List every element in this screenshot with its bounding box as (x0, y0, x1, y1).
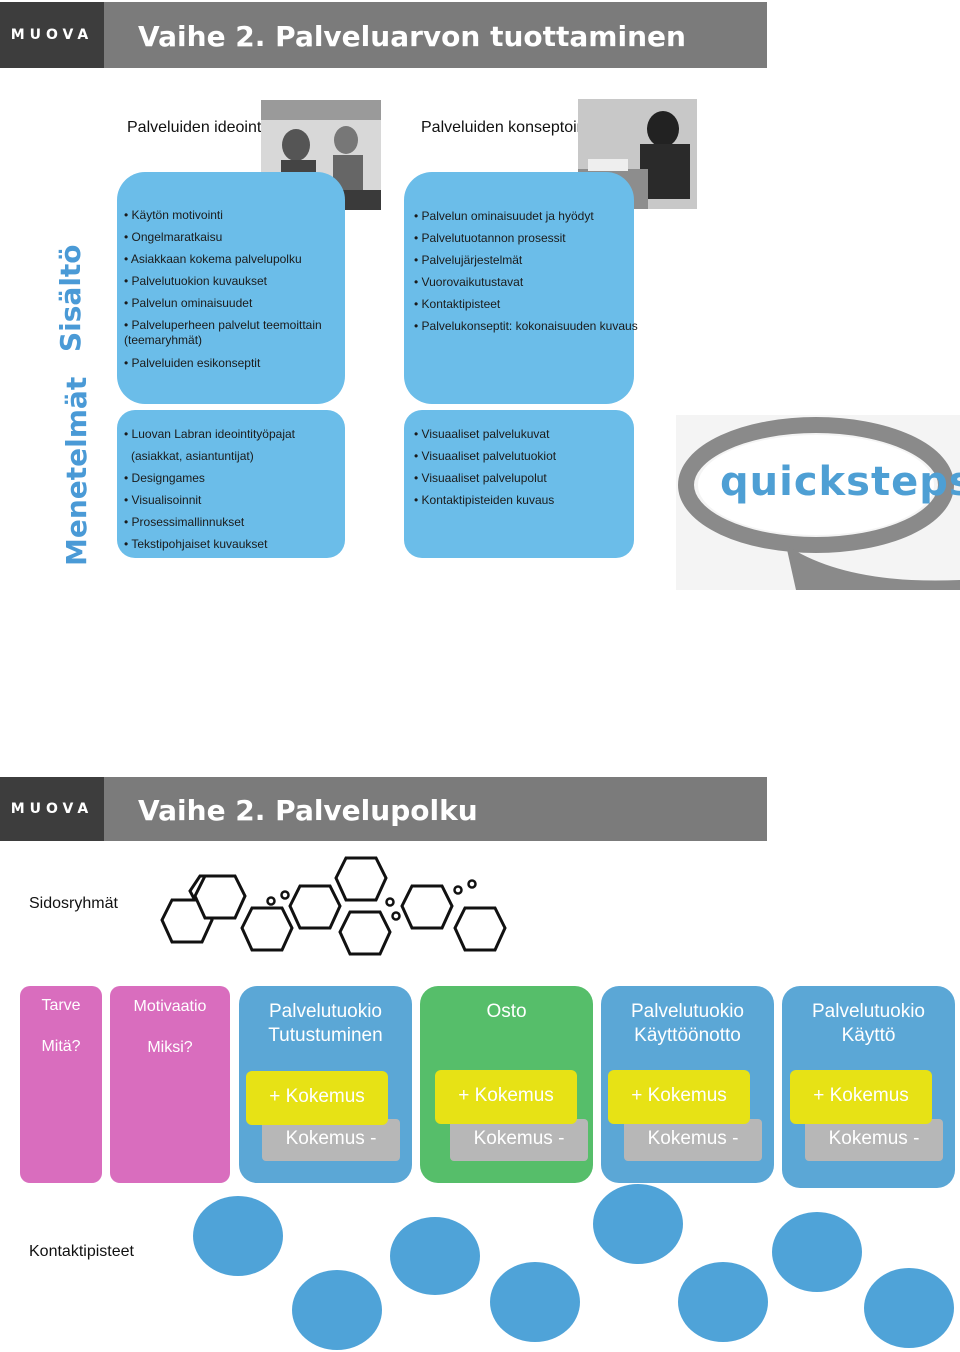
list-item: Palveluiden esikonseptit (124, 356, 339, 370)
stage-line1: Motivaatio (133, 998, 207, 1015)
touchpoint-oval (593, 1184, 683, 1264)
stage-line2: Miksi? (147, 1039, 193, 1056)
kokemus-minus: Kokemus - (805, 1119, 943, 1161)
touchpoint-oval (678, 1262, 768, 1342)
list-item: (asiakkat, asiantuntijat) (124, 449, 339, 463)
menetelmat-konseptointi-list: Visuaaliset palvelukuvat Visuaaliset pal… (414, 427, 629, 507)
stage-line1: Tarve (41, 997, 81, 1014)
list-item: Palvelun ominaisuudet ja hyödyt (414, 209, 639, 223)
hexagon (338, 910, 392, 956)
hexagon (400, 884, 454, 930)
hexagon (453, 906, 507, 952)
stage-line2: Käyttö (841, 1025, 896, 1046)
kokemus-minus: Kokemus - (624, 1119, 762, 1161)
logo-box (0, 777, 104, 841)
list-item: Palvelutuokion kuvaukset (124, 274, 339, 288)
list-item: Palveluperheen palvelut teemoittain (tee… (124, 318, 339, 348)
list-item: Prosessimallinnukset (124, 515, 339, 529)
kokemus-minus: Kokemus - (450, 1119, 588, 1161)
list-item: Palvelukonseptit: kokonaisuuden kuvaus (414, 319, 639, 333)
kokemus-minus: Kokemus - (262, 1119, 400, 1161)
sisalto-ideointi-list: Käytön motivointi Ongelmaratkaisu Asiakk… (124, 208, 339, 370)
kokemus-plus: + Kokemus (790, 1070, 932, 1124)
slide2-banner: MUOVA Vaihe 2. Palvelupolku (0, 777, 767, 841)
list-item: Palvelutuotannon prosessit (414, 231, 639, 245)
slide1-title: Vaihe 2. Palveluarvon tuottaminen (138, 20, 686, 53)
touchpoint-oval (390, 1217, 480, 1295)
sidosryhmat-label: Sidosryhmät (29, 895, 118, 912)
hexagon (334, 856, 388, 902)
kokemus-plus: + Kokemus (435, 1070, 577, 1124)
workshop-photo-1 (261, 100, 381, 210)
sisalto-konseptointi-list: Palvelun ominaisuudet ja hyödyt Palvelut… (414, 209, 639, 333)
list-item: Tekstipohjaiset kuvaukset (124, 537, 339, 551)
small-circle (453, 885, 463, 895)
muova-logo: MUOVA (10, 801, 94, 817)
touchpoint-oval (292, 1270, 382, 1350)
stage-line1: Palvelutuokio (630, 1001, 745, 1022)
small-circle (391, 911, 401, 921)
muova-logo: MUOVA (10, 27, 94, 43)
hexagon (240, 906, 294, 952)
hexagon (288, 884, 342, 930)
col1-heading: Palveluiden ideointi (127, 119, 265, 136)
kontaktipisteet-label: Kontaktipisteet (29, 1243, 134, 1260)
list-item: Käytön motivointi (124, 208, 339, 222)
menetelmat-ideointi-list: Luovan Labran ideointityöpajat (asiakkat… (124, 427, 339, 551)
kokemus-plus: + Kokemus (246, 1071, 388, 1125)
list-item: Vuorovaikutustavat (414, 275, 639, 289)
stakeholder-hexagons (160, 856, 507, 956)
list-item: Asiakkaan kokema palvelupolku (124, 252, 339, 266)
workshop-photo-2 (578, 99, 697, 209)
list-item: Visuaaliset palvelutuokiot (414, 449, 629, 463)
touchpoint-oval (490, 1262, 580, 1342)
quicksteps-logo: quicksteps (676, 415, 960, 590)
stage-line1: Palvelutuokio (811, 1001, 926, 1022)
touchpoint-oval (193, 1196, 283, 1276)
kokemus-plus: + Kokemus (608, 1070, 750, 1124)
stage-line2: Mitä? (41, 1038, 81, 1055)
col2-heading: Palveluiden konseptointi (421, 119, 594, 136)
stage-line2: Käyttöönotto (634, 1025, 741, 1046)
slide2-title: Vaihe 2. Palvelupolku (138, 794, 478, 827)
list-item: Designgames (124, 471, 339, 485)
hexagon (193, 874, 247, 920)
list-item: Luovan Labran ideointityöpajat (124, 427, 339, 441)
row-label-sisalto: Sisältö (54, 244, 87, 352)
list-item: Visuaaliset palvelupolut (414, 471, 629, 485)
list-item: Ongelmaratkaisu (124, 230, 339, 244)
stage-line1: Osto (486, 1001, 527, 1022)
list-item-text: (asiakkat, asiantuntijat) (131, 449, 254, 463)
list-item: Visualisoinnit (124, 493, 339, 507)
small-circle (266, 896, 276, 906)
stage-tarve: Tarve Mitä? (20, 986, 102, 1183)
small-circle (385, 897, 395, 907)
touchpoint-oval (864, 1268, 954, 1348)
list-item: Palvelun ominaisuudet (124, 296, 339, 310)
list-item: Visuaaliset palvelukuvat (414, 427, 629, 441)
list-item: Palvelujärjestelmät (414, 253, 639, 267)
row-label-menetelmat: Menetelmät (60, 376, 93, 566)
logo-box (0, 2, 104, 68)
small-circle (467, 879, 477, 889)
stage-line2: Tutustuminen (268, 1025, 383, 1046)
slide1-banner: MUOVA Vaihe 2. Palveluarvon tuottaminen (0, 2, 767, 68)
stage-line1: Palvelutuokio (268, 1001, 383, 1022)
list-item: Kontaktipisteet (414, 297, 639, 311)
small-circle (280, 890, 290, 900)
stage-motivaatio: Motivaatio Miksi? (110, 986, 230, 1183)
quicksteps-text: quicksteps (720, 459, 960, 505)
touchpoint-oval (772, 1212, 862, 1292)
list-item: Kontaktipisteiden kuvaus (414, 493, 629, 507)
